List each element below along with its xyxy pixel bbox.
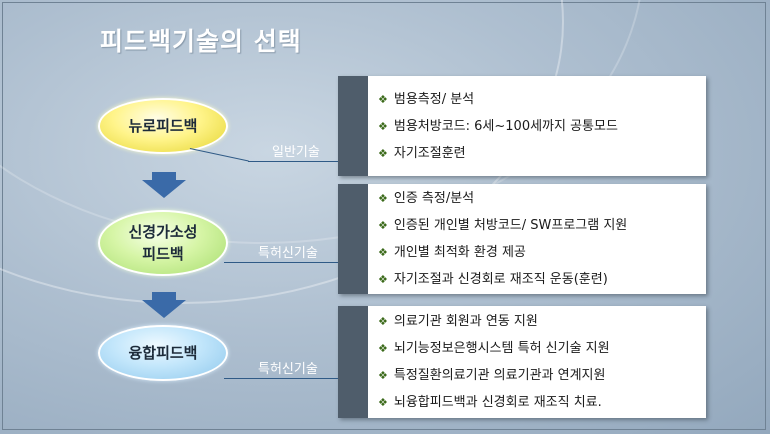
stage-category-label: 특허신기술 — [258, 362, 318, 377]
stage-name-line: 신경가소성 — [128, 223, 198, 241]
stage-category-label: 일반기술 — [272, 145, 320, 160]
list-item-text: 범용처방코드: 6세~100세까지 공통모드 — [393, 118, 618, 134]
list-item-text: 의료기관 회원과 연동 지원 — [393, 314, 538, 329]
list-item-text: 범용측정/ 분석 — [393, 91, 475, 107]
stage-oval-neuroplasticity: 신경가소성 피드백 — [98, 210, 228, 276]
stage-card-neuroplasticity: ❖ 인증 측정/분석 ❖ 인증된 개인별 처방코드/ SW프로그램 지원 ❖ 개인별 … — [338, 184, 706, 294]
stage-oval-neurofeedback: 뉴로피드백 — [98, 98, 228, 154]
list-item-text: 개인별 최적화 환경 제공 — [393, 245, 526, 260]
diamond-bullet-icon: ❖ — [378, 342, 388, 355]
diamond-bullet-icon: ❖ — [378, 219, 388, 232]
stage-card-content: ❖ 범용측정/ 분석 ❖ 범용처방코드: 6세~100세까지 공통모드 ❖ 자기조절훈… — [368, 76, 706, 176]
stage-name-line: 피드백 — [142, 245, 184, 263]
list-item: ❖ 범용처방코드: 6세~100세까지 공통모드 — [378, 118, 698, 135]
list-item-text: 특정질환의료기관 의료기관과 연계지원 — [393, 368, 606, 383]
list-item-text: 인증된 개인별 처방코드/ SW프로그램 지원 — [393, 218, 628, 233]
connector-line — [224, 378, 338, 379]
list-item: ❖ 인증 측정/분석 — [378, 190, 698, 207]
list-item-text: 자기조절훈련 — [393, 145, 466, 161]
stage-name: 융합피드백 — [128, 344, 198, 362]
list-item: ❖ 범용측정/ 분석 — [378, 91, 698, 108]
list-item: ❖ 개인별 최적화 환경 제공 — [378, 244, 698, 261]
diamond-bullet-icon: ❖ — [378, 246, 388, 259]
list-item-text: 뇌융합피드백과 신경회로 재조직 치료. — [393, 395, 602, 410]
list-item: ❖ 뇌기능정보은행시스템 특허 신기술 지원 — [378, 340, 698, 357]
list-item-text: 자기조절과 신경회로 재조직 운동(훈련) — [393, 272, 608, 287]
diamond-bullet-icon: ❖ — [378, 119, 388, 133]
stage-oval-fusion: 융합피드백 — [98, 325, 228, 381]
stage-card-neurofeedback: ❖ 범용측정/ 분석 ❖ 범용처방코드: 6세~100세까지 공통모드 ❖ 자기조절훈… — [338, 76, 706, 176]
list-item: ❖ 인증된 개인별 처방코드/ SW프로그램 지원 — [378, 217, 698, 234]
diamond-bullet-icon: ❖ — [378, 146, 388, 160]
list-item: ❖ 뇌융합피드백과 신경회로 재조직 치료. — [378, 394, 698, 411]
list-item-text: 뇌기능정보은행시스템 특허 신기술 지원 — [393, 341, 610, 356]
diamond-bullet-icon: ❖ — [378, 369, 388, 382]
list-item: ❖ 자기조절과 신경회로 재조직 운동(훈련) — [378, 271, 698, 288]
stage-card-fusion: ❖ 의료기관 회원과 연동 지원 ❖ 뇌기능정보은행시스템 특허 신기술 지원 ❖ 특… — [338, 306, 706, 418]
stage-name: 뉴로피드백 — [128, 117, 198, 135]
list-item-text: 인증 측정/분석 — [393, 191, 475, 206]
stage-card-content: ❖ 의료기관 회원과 연동 지원 ❖ 뇌기능정보은행시스템 특허 신기술 지원 ❖ 특… — [368, 306, 706, 418]
diamond-bullet-icon: ❖ — [378, 92, 388, 106]
diamond-bullet-icon: ❖ — [378, 273, 388, 286]
slide-title: 피드백기술의 선택 — [100, 27, 302, 56]
down-arrow-icon — [142, 172, 186, 198]
diamond-bullet-icon: ❖ — [378, 315, 388, 328]
down-arrow-icon — [142, 292, 186, 318]
list-item: ❖ 의료기관 회원과 연동 지원 — [378, 313, 698, 330]
stage-card-content: ❖ 인증 측정/분석 ❖ 인증된 개인별 처방코드/ SW프로그램 지원 ❖ 개인별 … — [368, 184, 706, 294]
connector-line — [248, 161, 338, 162]
list-item: ❖ 자기조절훈련 — [378, 145, 698, 162]
stage-category-label: 특허신기술 — [258, 246, 318, 261]
list-item: ❖ 특정질환의료기관 의료기관과 연계지원 — [378, 367, 698, 384]
diamond-bullet-icon: ❖ — [378, 396, 388, 409]
connector-line — [224, 262, 338, 263]
diamond-bullet-icon: ❖ — [378, 192, 388, 205]
